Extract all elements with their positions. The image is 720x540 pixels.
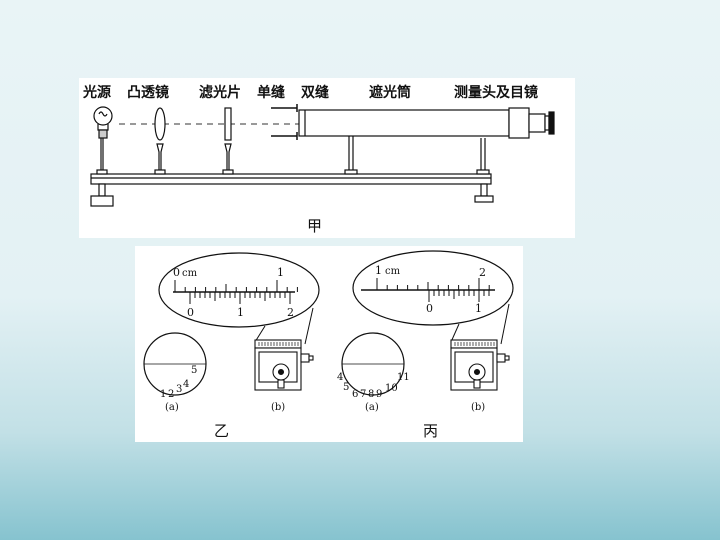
label-filter: 滤光片: [199, 84, 241, 101]
label-convex-lens: 凸透镜: [127, 84, 169, 101]
fringe-num-5-yi: 5: [191, 365, 197, 376]
bulb-icon: [93, 106, 113, 174]
apparatus-diagram: 光源 凸透镜 滤光片 单缝 双缝 遮光筒 测量头及目镜: [82, 84, 555, 235]
device-label-b-yi: (b): [271, 402, 285, 413]
vernier-zero-yi: 0: [187, 306, 194, 319]
fringe-num-9-bing: 9: [376, 389, 382, 400]
vernier-one-bing: 1: [475, 302, 482, 315]
fringe-num-2-yi: 2: [168, 389, 174, 400]
convex-lens-icon: [154, 107, 166, 175]
label-measuring-head: 测量头及目镜: [454, 84, 538, 101]
view-label-a-yi: (a): [165, 402, 179, 413]
fringe-num-7-bing: 7: [360, 389, 366, 400]
magnified-scale-bing: [352, 250, 514, 326]
fringe-num-10-bing: 10: [385, 383, 398, 394]
fringe-num-5-bing: 5: [343, 382, 349, 393]
fringe-num-4-bing: 4: [337, 372, 343, 383]
apparatus-figure: 光源 凸透镜 滤光片 单缝 双缝 遮光筒 测量头及目镜: [79, 78, 575, 238]
optical-bench: [90, 169, 494, 207]
vernier-zero-bing: 0: [426, 302, 433, 315]
device-label-b-bing: (b): [471, 402, 485, 413]
fringe-num-1-yi: 1: [160, 389, 166, 400]
measuring-device-icon-yi: [254, 339, 314, 391]
main-scale-unit-bing: cm: [385, 266, 401, 277]
caption-jia: 甲: [307, 217, 322, 235]
main-scale-unit-yi: cm: [182, 268, 198, 279]
filter-icon: [224, 107, 232, 175]
measuring-device-icon-bing: [450, 339, 510, 391]
reading-yi: 0 cm 1 0 1 2 1 2 3 4 5 (a) (b: [143, 252, 320, 440]
vernier-two-yi: 2: [287, 306, 294, 319]
fringe-num-11-bing: 11: [397, 372, 410, 383]
hood-tube-icon: [298, 107, 555, 174]
caption-bing: 丙: [423, 422, 438, 440]
label-light-source: 光源: [82, 84, 111, 101]
view-label-a-bing: (a): [365, 402, 379, 413]
magnified-scale-yi: [158, 252, 320, 328]
single-slit-icon: [271, 104, 298, 140]
label-double-slit: 双缝: [301, 84, 329, 101]
main-scale-one-yi: 1: [277, 266, 284, 279]
readings-diagram: 0 cm 1 0 1 2 1 2 3 4 5 (a) (b: [143, 250, 514, 440]
label-hood-tube: 遮光筒: [369, 84, 411, 101]
main-scale-zero-yi: 0: [173, 266, 180, 279]
fringe-num-6-bing: 6: [352, 389, 358, 400]
main-scale-two-bing: 2: [479, 266, 486, 279]
readings-figure: 0 cm 1 0 1 2 1 2 3 4 5 (a) (b: [135, 246, 523, 442]
fringe-num-4-yi: 4: [183, 379, 189, 390]
main-scale-one-bing: 1: [375, 264, 382, 277]
reading-bing: 1 cm 2 0 1 4 5 6 7 8 9 10 11 (a) (b): [337, 250, 514, 440]
fringe-num-3-yi: 3: [176, 384, 182, 395]
caption-yi: 乙: [214, 422, 229, 440]
label-single-slit: 单缝: [257, 84, 285, 101]
vernier-one-yi: 1: [237, 306, 244, 319]
fringe-num-8-bing: 8: [368, 389, 374, 400]
